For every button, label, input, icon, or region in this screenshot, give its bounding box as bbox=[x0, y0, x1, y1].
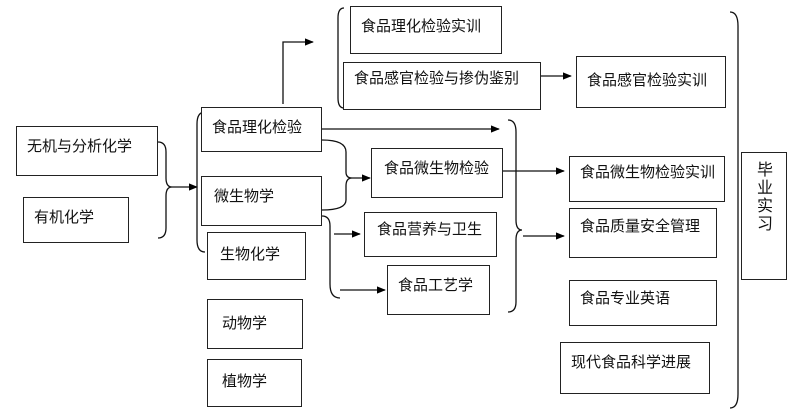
course-biochemistry: 生物化学 bbox=[207, 232, 306, 280]
course-label: 食品微生物检验 bbox=[384, 159, 490, 177]
course-label: 有机化学 bbox=[34, 208, 95, 226]
brace-micro bbox=[321, 139, 353, 211]
course-professional-english: 食品专业英语 bbox=[569, 280, 717, 326]
course-food-micro-inspection: 食品微生物检验 bbox=[371, 148, 503, 198]
course-food-physchem: 食品理化检验 bbox=[201, 107, 322, 152]
course-label: 动物学 bbox=[222, 314, 268, 332]
course-label: 食品感官检验与掺伪鉴别 bbox=[354, 69, 520, 87]
course-inorganic-analytical: 无机与分析化学 bbox=[16, 126, 158, 176]
course-label: 食品理化检验 bbox=[212, 118, 303, 136]
course-label: 食品感官检验实训 bbox=[587, 71, 708, 89]
course-label: 食品微生物检验实训 bbox=[580, 163, 716, 181]
course-nutrition-hygiene: 食品营养与卫生 bbox=[364, 212, 497, 257]
brace-core-left bbox=[196, 111, 206, 253]
course-microbiology: 微生物学 bbox=[201, 176, 322, 226]
brace-left-chem bbox=[157, 141, 173, 239]
brace-bio-lower bbox=[321, 215, 341, 299]
course-label: 食品工艺学 bbox=[398, 276, 474, 294]
brace-middle-right bbox=[507, 119, 523, 313]
course-sensory-adulteration: 食品感官检验与掺伪鉴别 bbox=[343, 62, 541, 110]
course-label: 植物学 bbox=[222, 372, 268, 390]
course-food-technology: 食品工艺学 bbox=[387, 265, 490, 315]
course-label: 微生物学 bbox=[214, 187, 275, 205]
course-organic: 有机化学 bbox=[23, 197, 129, 243]
brace-to-internship bbox=[729, 11, 739, 409]
course-quality-safety: 食品质量安全管理 bbox=[569, 208, 717, 258]
course-label: 食品理化检验实训 bbox=[361, 17, 482, 35]
course-label: 食品质量安全管理 bbox=[580, 217, 701, 235]
course-botany: 植物学 bbox=[207, 359, 302, 407]
brace-top-group bbox=[337, 7, 345, 109]
course-label: 食品专业英语 bbox=[580, 289, 671, 307]
course-label: 现代食品科学进展 bbox=[571, 353, 692, 371]
course-zoology: 动物学 bbox=[207, 299, 303, 349]
course-label: 食品营养与卫生 bbox=[377, 220, 483, 238]
course-physchem-training: 食品理化检验实训 bbox=[350, 6, 502, 54]
course-sensory-training: 食品感官检验实训 bbox=[576, 56, 726, 108]
course-label: 生物化学 bbox=[220, 245, 281, 263]
course-modern-progress: 现代食品科学进展 bbox=[560, 342, 710, 394]
course-label: 无机与分析化学 bbox=[27, 137, 133, 155]
arrow-to-top-group bbox=[282, 38, 314, 104]
course-internship: 毕业实习 bbox=[741, 152, 787, 280]
course-label: 毕业实习 bbox=[754, 161, 773, 233]
course-micro-training: 食品微生物检验实训 bbox=[569, 156, 725, 202]
